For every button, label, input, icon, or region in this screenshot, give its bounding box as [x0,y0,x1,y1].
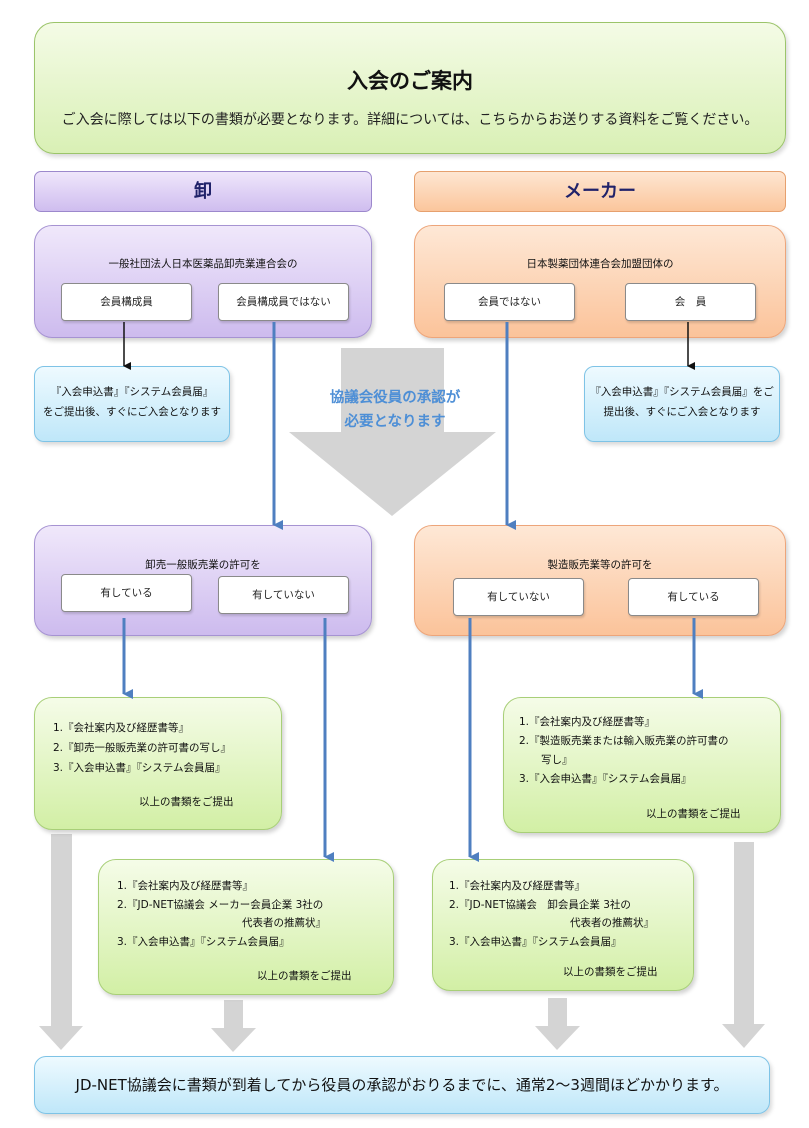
approval-note-line1: 協議会役員の承認が [329,390,461,406]
document-line: 1.『会社案内及び経歴書等』 [53,722,190,734]
document-line: 3.『入会申込書』『システム会員届』 [53,762,226,774]
wholesale-license-question: 卸売一般販売業の許可を [145,559,261,571]
manufacturing-license-panel: 製造販売業等の許可を 有していない 有している [414,525,786,636]
maker-licensed-documents: 1.『会社案内及び経歴書等』 2.『製造販売業または輸入販売業の許可書の 写し』… [503,697,781,833]
document-line: 2.『製造販売業または輸入販売業の許可書の [519,735,729,747]
manufacturing-license-question: 製造販売業等の許可を [547,559,653,571]
immediate-join-line2: 提出後、すぐにご入会となります [603,406,761,418]
option-has-license: 有している [628,578,759,616]
maker-immediate-join-box: 『入会申込書』『システム会員届』をご 提出後、すぐにご入会となります [584,366,780,442]
submit-note: 以上の書類をご提出 [257,970,352,982]
document-line: 2.『JD-NET協議会 メーカー会員企業 3社の [117,899,324,911]
page-subtitle: ご入会に際しては以下の書類が必要となります。詳細については、こちらからお送りする… [61,112,759,128]
document-line: 3.『入会申込書』『システム会員届』 [519,773,692,785]
wholesaler-unlicensed-documents: 1.『会社案内及び経歴書等』 2.『JD-NET協議会 メーカー会員企業 3社の… [98,859,394,995]
document-line: 代表者の推薦状』 [242,917,326,929]
immediate-join-line1: 『入会申込書』『システム会員届』をご [590,386,774,398]
option-has-license: 有している [61,574,192,612]
option-no-license: 有していない [218,576,349,614]
option-not-member: 会員ではない [444,283,575,321]
document-line: 写し』 [541,754,573,766]
immediate-join-line2: をご提出後、すぐにご入会となります [43,406,221,418]
center-big-arrow [289,348,496,516]
gray-arrow-left-inner [211,1000,256,1052]
document-line: 3.『入会申込書』『システム会員届』 [117,936,290,948]
document-line: 1.『会社案内及び経歴書等』 [519,716,656,728]
document-line: 代表者の推薦状』 [570,917,654,929]
maker-heading: メーカー [414,171,786,212]
wholesaler-membership-panel: 一般社団法人日本医薬品卸売業連合会の 会員構成員 会員構成員ではない [34,225,372,338]
submit-note: 以上の書類をご提出 [563,966,658,978]
immediate-join-line1: 『入会申込書』『システム会員届』 [50,386,214,398]
maker-membership-panel: 日本製薬団体連合会加盟団体の 会員ではない 会 員 [414,225,786,338]
approval-required-note: 協議会役員の承認が 必要となります [300,386,490,434]
option-not-member: 会員構成員ではない [218,283,349,321]
wholesaler-heading: 卸 [34,171,372,212]
maker-unlicensed-documents: 1.『会社案内及び経歴書等』 2.『JD-NET協議会 卸会員企業 3社の 代表… [432,859,694,991]
submit-note: 以上の書類をご提出 [646,808,741,820]
header-panel: 入会のご案内 ご入会に際しては以下の書類が必要となります。詳細については、こちら… [34,22,786,154]
approval-timeline-note: JD-NET協議会に書類が到着してから役員の承認がおりるまでに、通常2～3週間ほ… [34,1056,770,1114]
gray-arrow-left-outer [39,834,83,1050]
option-no-license: 有していない [453,578,584,616]
wholesale-license-panel: 卸売一般販売業の許可を 有している 有していない [34,525,372,636]
document-line: 3.『入会申込書』『システム会員届』 [449,936,622,948]
gray-arrow-right-outer [722,842,765,1048]
maker-membership-question: 日本製薬団体連合会加盟団体の [526,258,674,270]
document-line: 2.『JD-NET協議会 卸会員企業 3社の [449,899,631,911]
wholesaler-membership-question: 一般社団法人日本医薬品卸売業連合会の [108,258,298,270]
option-member: 会 員 [625,283,756,321]
approval-note-line2: 必要となります [344,414,446,430]
wholesaler-immediate-join-box: 『入会申込書』『システム会員届』 をご提出後、すぐにご入会となります [34,366,230,442]
submit-note: 以上の書類をご提出 [139,796,234,808]
wholesaler-licensed-documents: 1.『会社案内及び経歴書等』 2.『卸売一般販売業の許可書の写し』 3.『入会申… [34,697,282,830]
document-line: 1.『会社案内及び経歴書等』 [117,880,254,892]
page-title: 入会のご案内 [347,69,473,93]
document-line: 2.『卸売一般販売業の許可書の写し』 [53,742,232,754]
gray-arrow-right-inner [535,998,580,1050]
option-member: 会員構成員 [61,283,192,321]
document-line: 1.『会社案内及び経歴書等』 [449,880,586,892]
